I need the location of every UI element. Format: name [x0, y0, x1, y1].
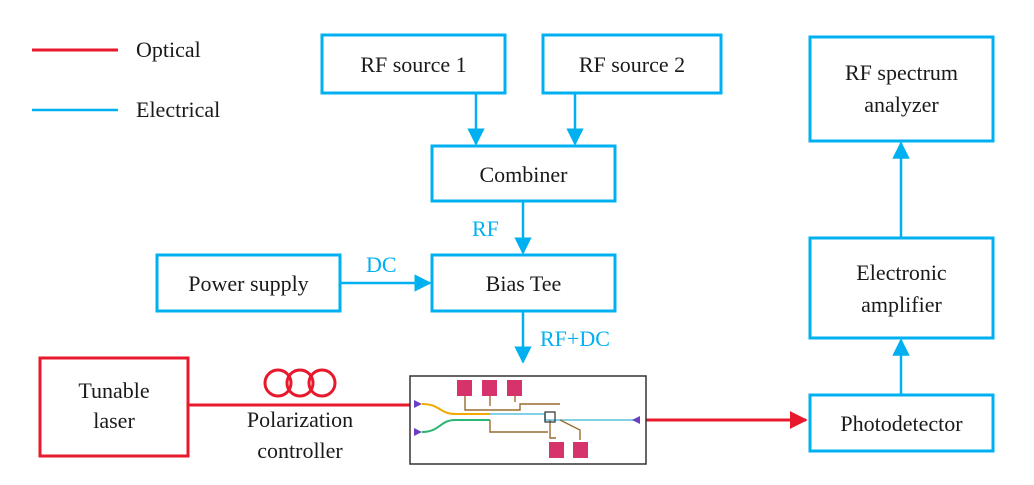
polarization-controller-icon [263, 368, 337, 398]
electronic-amplifier-block: Electronic amplifier [808, 236, 995, 340]
power-supply-block: Power supply [155, 253, 342, 313]
electronic-amplifier-label-line2: amplifier [861, 292, 942, 317]
rf-signal-label: RF [472, 216, 499, 241]
legend: Optical Electrical [32, 37, 220, 122]
rf-source-2-label: RF source 2 [579, 52, 685, 77]
tunable-laser-block: Tunable laser [38, 356, 190, 458]
photodetector-block: Photodetector [808, 393, 995, 453]
legend-optical-label: Optical [136, 37, 201, 62]
rf-spectrum-analyzer-label-line2: analyzer [864, 92, 939, 117]
photonic-chip-icon [409, 375, 647, 465]
power-supply-label: Power supply [188, 271, 308, 296]
combiner-block: Combiner [430, 144, 617, 203]
rf-source-2-block: RF source 2 [541, 33, 723, 95]
legend-electrical-label: Electrical [136, 97, 220, 122]
combiner-label: Combiner [480, 162, 569, 187]
electronic-amplifier-label-line1: Electronic [856, 260, 947, 285]
photodetector-label: Photodetector [840, 411, 963, 436]
polarization-controller-label-line2: controller [257, 438, 343, 463]
dc-signal-label: DC [366, 252, 397, 277]
polarization-controller-label-line1: Polarization [247, 407, 353, 432]
bias-tee-block: Bias Tee [430, 253, 617, 313]
rf-source-1-block: RF source 1 [320, 33, 507, 95]
rf-spectrum-analyzer-block: RF spectrum analyzer [808, 35, 995, 143]
tunable-laser-label-line1: Tunable [78, 378, 149, 403]
rf-dc-signal-label: RF+DC [540, 326, 610, 351]
bias-tee-label: Bias Tee [486, 271, 562, 296]
rf-source-1-label: RF source 1 [360, 52, 466, 77]
tunable-laser-label-line2: laser [93, 408, 135, 433]
rf-spectrum-analyzer-label-line1: RF spectrum [845, 60, 958, 85]
